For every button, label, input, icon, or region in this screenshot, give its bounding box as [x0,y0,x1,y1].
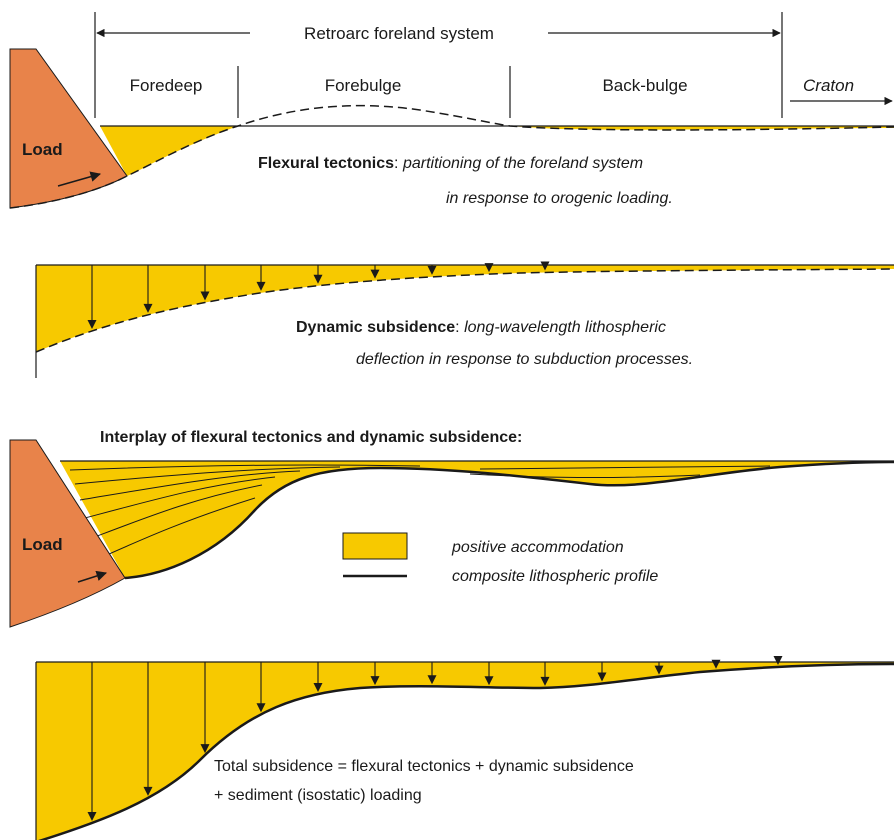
total-caption-line1: Total subsidence = flexural tectonics + … [214,758,634,775]
subsidence-arrowhead [597,672,607,682]
interplay-title: Interplay of flexural tectonics and dyna… [100,429,522,446]
subsidence-arrowhead [370,676,380,686]
subsidence-arrowhead [200,291,210,301]
stratum-line-5 [91,484,263,539]
flexural-profile [9,104,894,209]
subsidence-arrowhead [143,786,153,796]
stratum-line-1 [69,464,421,471]
caption-dynamic-bold: Dynamic subsidence [296,319,455,336]
thrust-arrow-icon [57,171,102,187]
dynamic-fill [36,265,894,352]
panel-total-subsidence: Total subsidence = flexural tectonics + … [35,655,894,840]
subsidence-arrowhead [711,659,721,669]
strata-lines [69,464,771,559]
interplay-fill [60,461,894,578]
subsidence-arrowhead [654,665,664,675]
subsidence-arrowhead [370,269,380,279]
caption-flexural-bold: Flexural tectonics [258,155,394,172]
subsidence-arrowhead [200,744,210,754]
dynamic-subsidence-arrows [87,261,550,329]
subsidence-arrowhead [773,655,783,665]
total-fill [36,662,894,840]
zone-backbulge: Back-bulge [602,76,687,95]
stratum-lens-lower [469,473,701,479]
subsidence-arrowhead [87,812,97,822]
panel-flexural-tectonics: Retroarc foreland system Foredeep Forebu… [9,12,894,209]
system-label: Retroarc foreland system [304,24,494,43]
load-label-interplay: Load [22,535,63,554]
total-profile [38,662,894,840]
load-label: Load [22,140,63,159]
subsidence-arrowhead [540,676,550,686]
caption-flexural-italic-1: partitioning of the foreland system [402,155,643,172]
caption-flexural-line1: Flexural tectonics: partitioning of the … [258,155,643,172]
legend: positive accommodation composite lithosp… [342,532,658,585]
subsidence-arrowhead [256,703,266,713]
zone-craton: Craton [803,76,854,95]
subsidence-arrowhead [256,281,266,291]
stratum-line-4 [84,476,276,519]
stratum-lens-upper [479,465,771,470]
caption-flexural-sep: : [394,155,403,172]
caption-flexural-italic-2: in response to orogenic loading. [446,190,673,207]
total-caption-line2: + sediment (isostatic) loading [214,787,422,804]
legend-label-profile: composite lithospheric profile [452,568,658,585]
backbulge-fill [510,126,894,130]
total-subsidence-arrows [87,655,783,822]
zone-forebulge: Forebulge [325,76,402,95]
subsidence-arrowhead [427,265,437,275]
subsidence-arrowhead [313,274,323,284]
legend-label-accommodation: positive accommodation [451,539,624,556]
yellow-box-icon [342,532,408,560]
zone-foredeep: Foredeep [130,76,203,95]
subsidence-arrowhead [540,261,550,271]
subsidence-arrowhead [143,303,153,313]
caption-dynamic-italic-1: long-wavelength lithospheric [464,319,666,336]
stratum-line-6 [99,497,256,559]
thrust-arrow-interplay-icon [77,570,107,583]
stratum-line-2 [74,466,341,485]
subsidence-arrowhead [427,675,437,685]
dynamic-profile [35,268,894,353]
foredeep-fill [100,126,238,176]
caption-dynamic-sep: : [455,319,464,336]
caption-dynamic-line1: Dynamic subsidence: long-wavelength lith… [296,319,666,336]
stratum-line-3 [79,470,301,501]
composite-profile-upper [124,460,894,580]
subsidence-arrowhead [87,319,97,329]
subsidence-arrowhead [484,676,494,686]
subsidence-arrowhead [484,263,494,273]
subsidence-arrowhead [313,683,323,693]
panel-dynamic-subsidence: Dynamic subsidence: long-wavelength lith… [35,261,894,378]
panel-interplay: Interplay of flexural tectonics and dyna… [9,429,894,628]
caption-dynamic-italic-2: deflection in response to subduction pro… [356,351,693,368]
